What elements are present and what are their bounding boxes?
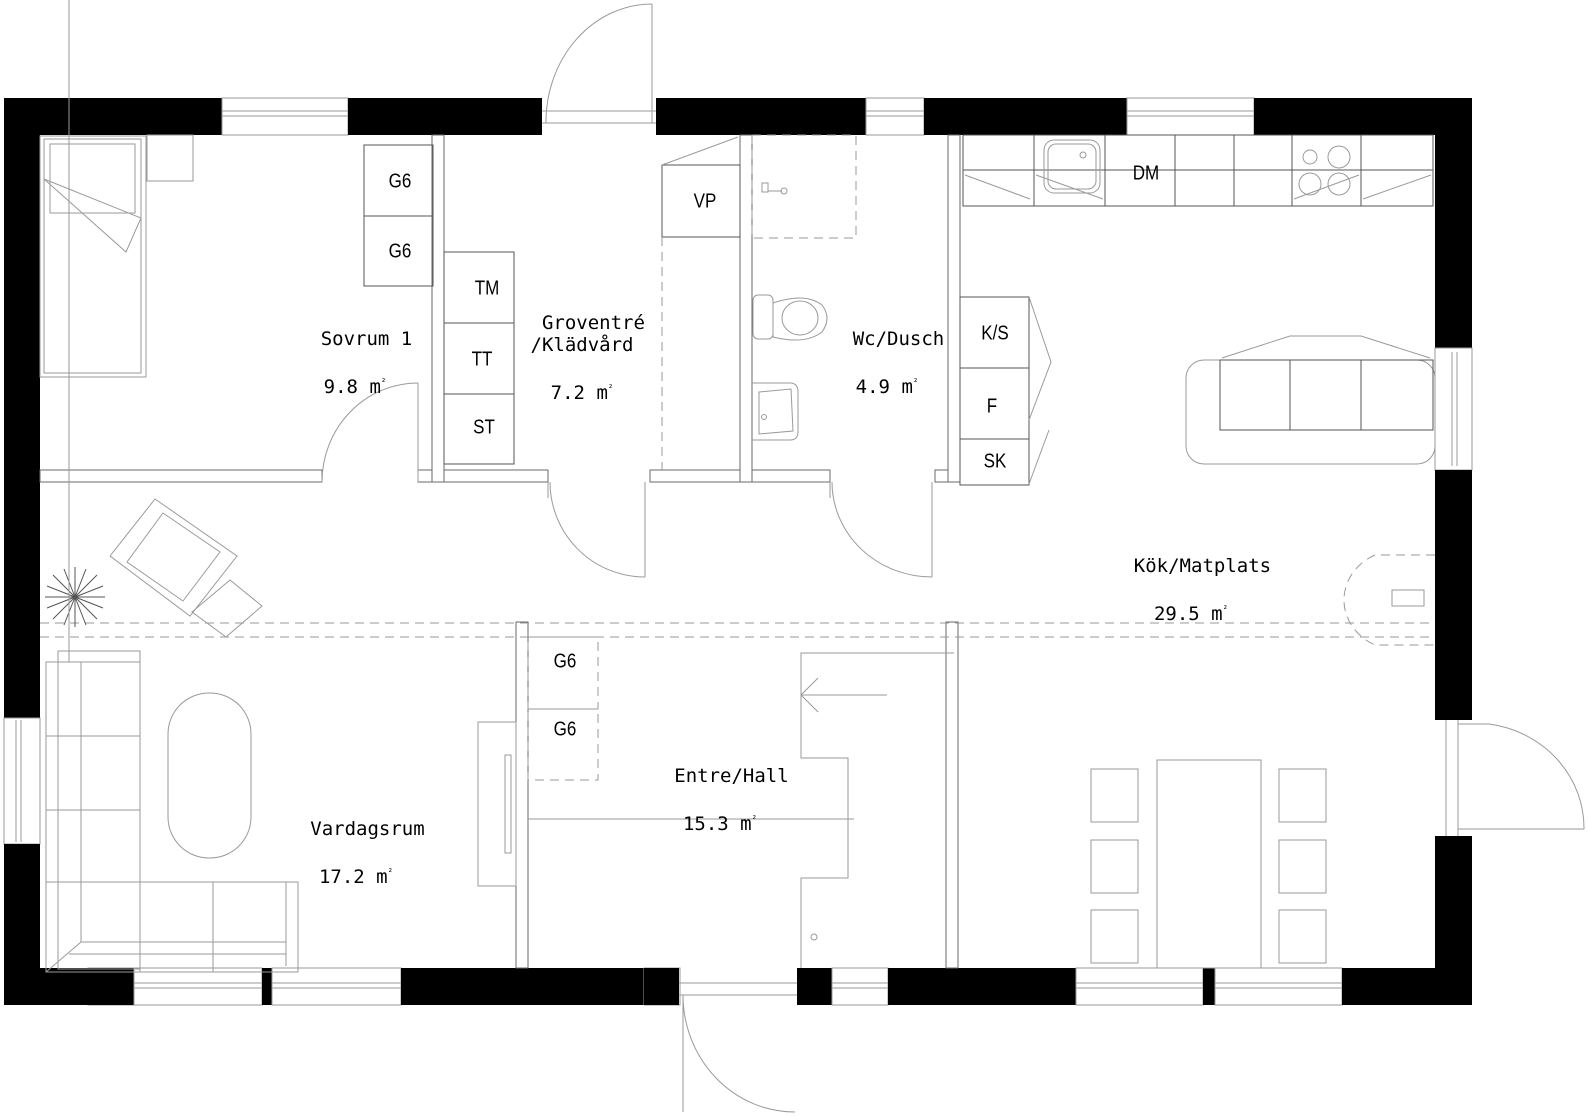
laundry-units bbox=[443, 251, 515, 465]
room-area: 29.5 m² bbox=[1153, 603, 1229, 625]
fixture-code-g6: G6 bbox=[553, 718, 577, 741]
corner-sofa bbox=[45, 0, 299, 973]
kitchen-counter bbox=[962, 134, 1434, 207]
room-label-groventre: Groventré /Klädvård 7.2 m² bbox=[519, 290, 645, 426]
fixture-code-g6: G6 bbox=[388, 240, 412, 263]
fixture-code-vp: VP bbox=[693, 190, 717, 213]
interior-doors bbox=[321, 382, 933, 578]
dashed-reference-lines bbox=[40, 622, 1435, 638]
nightstand bbox=[146, 134, 194, 182]
room-name: Kök/Matplats bbox=[1133, 555, 1272, 577]
stairs bbox=[800, 652, 954, 968]
bed bbox=[39, 135, 147, 378]
fixture-code-tm: TM bbox=[474, 277, 500, 300]
room-name: Entre/Hall bbox=[674, 765, 789, 787]
fixture-code-g6: G6 bbox=[553, 650, 577, 673]
armchair bbox=[109, 498, 263, 638]
room-area: 17.2 m² bbox=[318, 866, 394, 888]
fixture-code-sk: SK bbox=[983, 450, 1007, 473]
coffee-table bbox=[167, 692, 252, 859]
room-area: 7.2 m² bbox=[550, 382, 614, 404]
room-area: 9.8 m² bbox=[323, 376, 387, 398]
room-label-vardagsrum: Vardagsrum 17.2 m² bbox=[287, 796, 424, 910]
exterior-walls bbox=[3, 97, 1473, 1006]
toilet bbox=[752, 294, 828, 341]
dining-table bbox=[1090, 759, 1327, 969]
room-area: 4.9 m² bbox=[855, 376, 919, 398]
room-label-kok-matplats: Kök/Matplats 29.5 m² bbox=[1111, 533, 1271, 647]
bedroom-wardrobe bbox=[363, 144, 434, 287]
room-label-entre-hall: Entre/Hall 15.3 m² bbox=[651, 743, 788, 857]
vp-unit bbox=[661, 136, 741, 470]
room-name: Groventré /Klädvård bbox=[530, 312, 645, 356]
hall-wardrobe bbox=[527, 636, 854, 820]
room-name: Wc/Dusch bbox=[852, 328, 945, 350]
room-label-wc-dusch: Wc/Dusch 4.9 m² bbox=[830, 306, 945, 420]
kitchen-island bbox=[1185, 335, 1436, 465]
room-label-sovrum-1: Sovrum 1 9.8 m² bbox=[298, 306, 413, 420]
fixture-code-st: ST bbox=[473, 416, 495, 439]
plant bbox=[45, 567, 105, 627]
shower-area bbox=[751, 134, 857, 239]
room-name: Sovrum 1 bbox=[320, 328, 413, 350]
washbasin bbox=[752, 382, 799, 441]
fixture-code-f: F bbox=[986, 395, 998, 418]
room-area: 15.3 m² bbox=[682, 813, 758, 835]
fixture-code-g6: G6 bbox=[388, 170, 412, 193]
tv-bench bbox=[477, 721, 517, 887]
tall-cabinets bbox=[959, 296, 1052, 486]
interior-walls bbox=[39, 134, 961, 969]
fixture-code-dm: DM bbox=[1132, 162, 1160, 185]
fixture-code-ks: K/S bbox=[981, 322, 1009, 345]
fixture-code-tt: TT bbox=[471, 348, 493, 371]
exterior-doors bbox=[542, 3, 1585, 1113]
room-name: Vardagsrum bbox=[310, 818, 425, 840]
robot-vacuum-area bbox=[1343, 554, 1435, 646]
